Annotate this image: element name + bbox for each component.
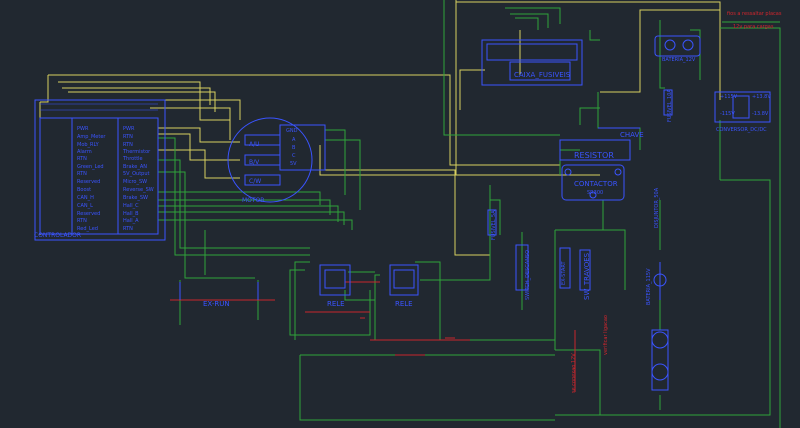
resistor-title: RESISTOR [574, 151, 614, 160]
fuse-box-frame [481, 39, 583, 86]
converter-pin: -115V [720, 111, 735, 117]
controller-pin-right: RTN [123, 226, 133, 232]
controller-pin-left: Boost [77, 187, 92, 193]
motor-phase-label: B/V [249, 159, 260, 166]
motor-circle [227, 117, 313, 203]
relay-1-frame [319, 264, 351, 296]
green-wires [158, 0, 781, 428]
relay-1-title: RELE [327, 300, 345, 308]
note-top-right-1: fios a ressaltar placas [727, 11, 782, 17]
controller-pin-right: PWR [123, 126, 135, 132]
controller-pin-right: Micro_SW [123, 179, 148, 185]
motor-hall-pin: 5V [290, 161, 297, 167]
controller-pin-right: Hall_C [123, 203, 139, 209]
relay-2-frame [389, 264, 419, 296]
switch-descanso-label: SWITCH_DESCANSO [525, 249, 531, 300]
contactor-frame [561, 164, 625, 201]
converter-pin: -13.8V [752, 111, 769, 117]
converter-title: CONVERSOR_DC/DC [716, 127, 767, 133]
controller-title: CONTROLADOR [34, 232, 82, 239]
fuse-box-title: CAIXA_FUSIVEIS [514, 71, 571, 79]
controller-pin-left: Green_Led [77, 164, 104, 170]
controller-pin-right: Hall_A [123, 218, 139, 224]
contactor-part: SR300 [587, 190, 604, 196]
controller-pin-left: RTN [77, 171, 87, 177]
controller-pin-left: Amp_Meter [77, 134, 106, 140]
motor-hall-pin: B [292, 145, 296, 151]
relay-2-title: RELE [395, 300, 413, 308]
controller-frame [34, 99, 166, 241]
controller-inner [39, 117, 159, 235]
fusivel-10a-label: FUSIVEL_10A [667, 89, 673, 122]
controller-pin-left: CAN_L [77, 203, 93, 209]
resistor-frame [559, 139, 631, 161]
controller-pin-right: Reverse_SW [123, 187, 154, 193]
controller-pin-left: Reserved [77, 211, 101, 217]
motor-title: MOTOR [242, 197, 265, 204]
contactor-title: CONTACTOR [574, 180, 618, 188]
converter-frame [714, 91, 771, 123]
controller-pin-left: Red_Led [77, 226, 98, 232]
battery-12v-title: BATERIA_12V [662, 57, 696, 63]
motor-hall-pin: C [292, 153, 296, 159]
controller-pin-right: Brake_AN [123, 164, 148, 170]
controller-pin-left: Reserved [77, 179, 101, 185]
note-vertical-1: verificar ligacao [603, 315, 609, 355]
battery-115v-title: BATERIA_115V [646, 268, 652, 305]
key-switch-title: CHAVE [620, 131, 644, 139]
controller-pin-right: Brake_SW [123, 195, 148, 201]
controller-pin-left: Mob_RLY [77, 142, 99, 148]
components [34, 35, 771, 391]
controller-pin-right: Throttle [123, 156, 143, 162]
controller-pin-right: RTN [123, 142, 133, 148]
controller-pin-left: RTN [77, 156, 87, 162]
motor-phase-label: A/U [249, 141, 260, 148]
controller-pin-left: CAN_H [77, 195, 94, 201]
controller-pin-right: Hall_B [123, 211, 139, 217]
motor-hall-pin: GND [286, 128, 298, 134]
note-vertical-2: se conexao 12V [571, 353, 577, 393]
fusivel-5a-label: FUSIVEL_5A [491, 210, 497, 240]
converter-pin: +13.8V [752, 94, 771, 100]
controller-pin-right: Thermistor [123, 149, 151, 155]
controller-pin-left: PWR [77, 126, 89, 132]
controller-pin-left: RTN [77, 218, 87, 224]
sw-travoes-label: SW_TRAVOES [583, 252, 591, 300]
disjuntor-label: DISJUNTOR_50A [654, 187, 660, 228]
ex-run-title: EX-RUN [203, 300, 230, 308]
converter-pin: +115V [720, 94, 738, 100]
controller-pin-right: RTN [123, 134, 133, 140]
controller-pin-right: 5V_Output [123, 171, 150, 177]
yellow-wires [39, 0, 721, 256]
ex-start-label: EX-START [561, 261, 567, 285]
red-wires [170, 281, 576, 392]
motor-hall-pin: A [292, 137, 296, 143]
note-top-right-2: 12v para cargas [733, 24, 774, 30]
motor-phase-label: C/W [249, 178, 262, 185]
controller-pin-left: Alarm [77, 149, 92, 155]
